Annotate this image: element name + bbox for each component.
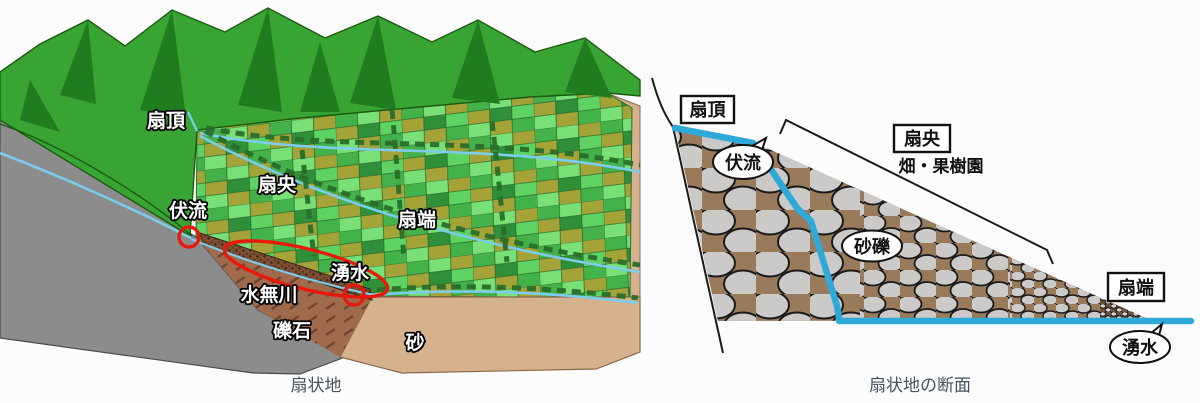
tree-hedgerows [299, 109, 510, 263]
infiltration-marker-circle [177, 225, 201, 249]
label-fan-end: 扇端 [398, 208, 436, 231]
left-caption: 扇状地 [291, 376, 342, 396]
fan-river-middle [199, 134, 641, 274]
bedrock-slope [0, 119, 347, 375]
tree-row-middle [203, 128, 641, 268]
center-label-group: 扇央 畑・果樹園 [892, 123, 984, 177]
fan-3d-canvas: 扇頂 扇央 扇端 伏流 湧水 水無川 礫石 砂 扇状地 [0, 7, 641, 396]
fan-river-upper [199, 131, 641, 174]
sand-face [339, 296, 641, 374]
fan-river-lower [373, 290, 639, 305]
mountain-shading [20, 8, 612, 132]
infiltration-bubble-group: 伏流 [712, 135, 774, 180]
label-dry-river: 水無川 [240, 283, 297, 306]
dry-river-stream [190, 237, 375, 297]
fan-center-bracket [779, 118, 1054, 265]
label-infiltration: 伏流 [169, 199, 207, 222]
section-label-sand-gravel: 砂礫 [854, 236, 891, 258]
label-sand: 砂 [405, 332, 424, 354]
label-spring: 湧水 [331, 262, 370, 284]
apex-label-group: 扇頂 [679, 94, 736, 125]
tree-row-upper [205, 125, 641, 168]
fan-cross-section-figure: 扇頂 伏流 扇央 畑・果樹園 砂礫 扇端 [648, 0, 1200, 403]
right-caption: 扇状地の断面 [869, 376, 971, 396]
sand-gravel-bubble-group: 砂礫 [841, 229, 903, 263]
section-label-land-use: 畑・果樹園 [899, 156, 984, 177]
section-label-apex: 扇頂 [690, 99, 727, 121]
label-fan-center: 扇央 [258, 173, 297, 196]
section-label-infiltration: 伏流 [725, 152, 761, 174]
cross-section-canvas: 扇頂 伏流 扇央 畑・果樹園 砂礫 扇端 [648, 0, 1200, 403]
mountain-foot-ridge [0, 123, 193, 237]
tree-row-lower [376, 284, 639, 301]
label-gravel: 礫石 [273, 319, 311, 342]
apex-stream [186, 111, 199, 132]
upstream-river [0, 151, 192, 240]
dry-river-bed [199, 232, 373, 301]
section-label-spring: 湧水 [1122, 337, 1159, 359]
end-label-group: 扇端 [1106, 271, 1166, 303]
section-label-center: 扇央 [904, 128, 941, 150]
dry-river-marker-ellipse [222, 239, 390, 299]
spring-bubble-group: 湧水 [1109, 321, 1171, 364]
label-fan-apex: 扇頂 [147, 109, 186, 132]
fan-3d-figure: 扇頂 扇央 扇端 伏流 湧水 水無川 礫石 砂 扇状地 [0, 7, 641, 396]
section-label-end: 扇端 [1118, 277, 1154, 299]
